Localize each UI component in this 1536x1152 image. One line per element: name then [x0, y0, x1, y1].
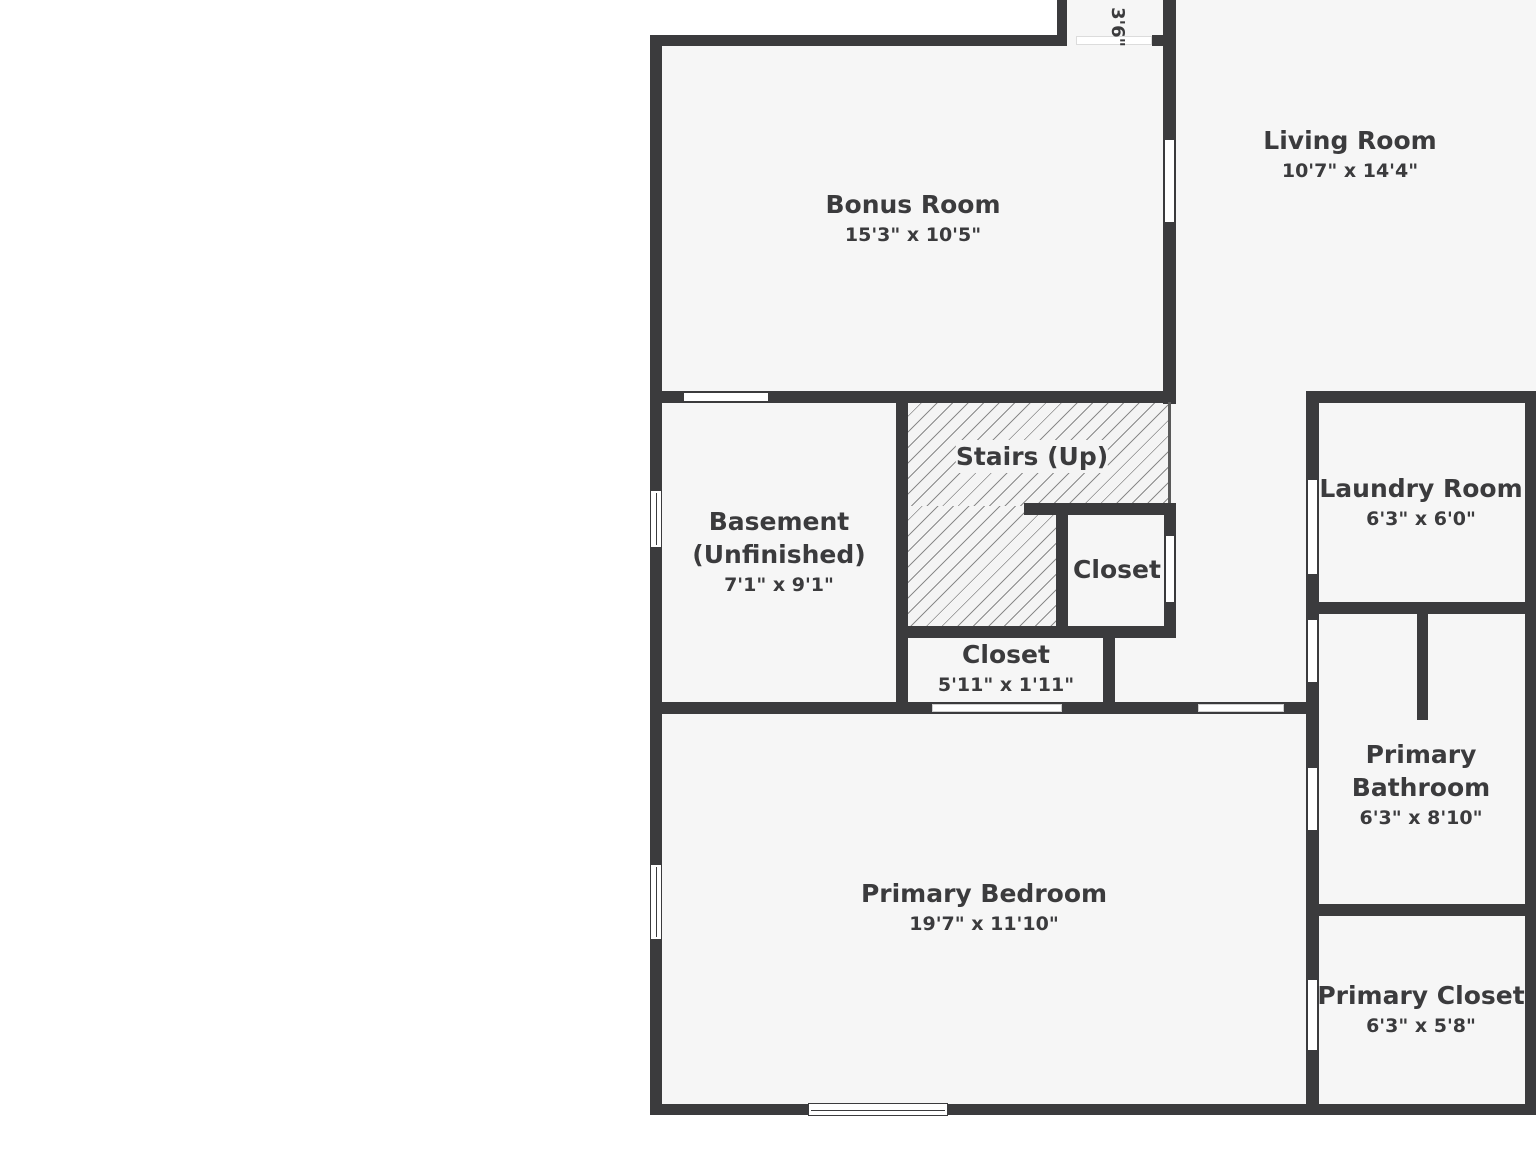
wall-top-left	[650, 35, 1064, 46]
wall-bonus-bottom	[656, 391, 1176, 403]
primary-bedroom-label: Primary Bedroom 19'7" x 11'10"	[860, 879, 1108, 935]
wall-laundry-top	[1306, 391, 1536, 403]
stairs-label: Stairs (Up)	[955, 440, 1109, 473]
wall-bath-divider	[1417, 602, 1428, 720]
bedroom-door	[1198, 704, 1284, 712]
basement-window	[650, 490, 662, 548]
closet-small-label: Closet	[1073, 555, 1161, 584]
wall-hall-closet-right	[1103, 626, 1115, 714]
wall-basement-right	[896, 396, 908, 714]
bonus-right-door	[1165, 140, 1174, 222]
wall-left	[650, 35, 662, 1115]
wall-bath-bottom	[1306, 904, 1536, 916]
closet-primary-door	[1308, 980, 1317, 1050]
laundry-room-label: Laundry Room 6'3" x 6'0"	[1319, 474, 1523, 530]
floor-living-strip	[1170, 0, 1536, 44]
wall-closet-top	[1024, 503, 1176, 515]
basement-label: Basement (Unfinished) 7'1" x 9'1"	[692, 507, 866, 596]
stairs-edge	[1168, 402, 1171, 508]
primary-closet-label: Primary Closet 6'3" x 5'8"	[1317, 981, 1525, 1037]
wall-closet-left	[1056, 503, 1068, 638]
stairs-hatch-lower	[906, 506, 1058, 628]
bath-door-upper	[1308, 620, 1317, 682]
bath-door-lower	[1308, 768, 1317, 830]
bedroom-bottom-window	[808, 1103, 948, 1116]
wall-bottom	[650, 1104, 1536, 1115]
closet-right-door	[1166, 536, 1174, 602]
wall-top-closet-left	[1057, 0, 1067, 46]
floor-main	[656, 40, 1536, 1110]
bonus-bottom-door	[684, 393, 768, 401]
laundry-door	[1308, 480, 1317, 574]
primary-bathroom-label: Primary Bathroom 6'3" x 8'10"	[1351, 740, 1491, 829]
top-closet-label: et 3'6"	[1107, 7, 1129, 48]
wall-right-edge	[1525, 391, 1536, 1115]
living-room-label: Living Room 10'7" x 14'4"	[1263, 126, 1437, 182]
closet-hall-label: Closet 5'11" x 1'11"	[937, 640, 1075, 696]
wall-bonus-right	[1163, 44, 1176, 404]
bonus-room-label: Bonus Room 15'3" x 10'5"	[825, 190, 1001, 246]
top-closet-door	[1076, 36, 1152, 45]
wall-closet-bottom	[900, 626, 1176, 638]
hall-closet-door	[932, 704, 1062, 712]
wall-top-closet-right	[1163, 0, 1176, 46]
bedroom-left-window	[650, 864, 662, 940]
